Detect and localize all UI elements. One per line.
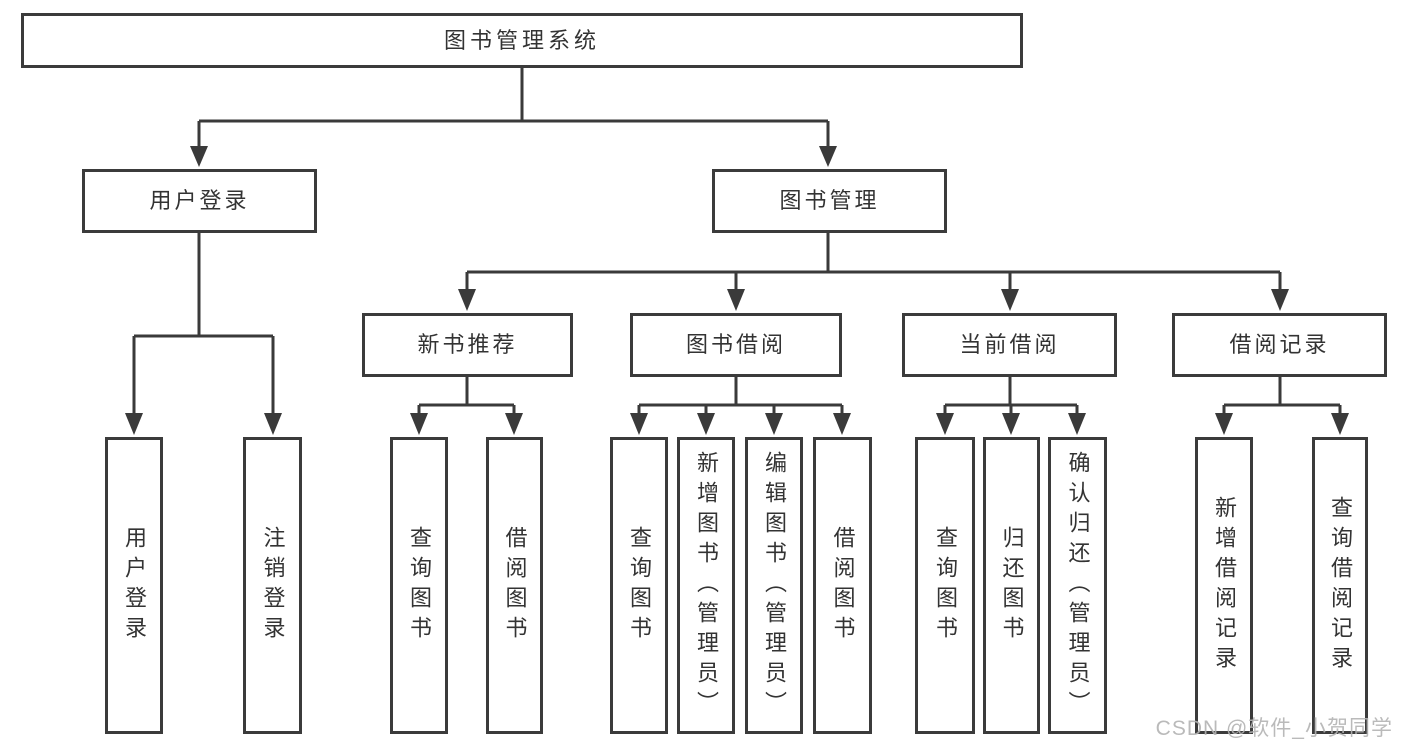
arrowhead-icon (1068, 413, 1086, 435)
arrowhead-icon (697, 413, 715, 435)
arrowhead-icon (727, 289, 745, 311)
node-label: 当前借阅 (959, 332, 1060, 357)
leaf-query-books-recommend: 查询图书 (390, 437, 448, 734)
node-user-login: 用户登录 (82, 169, 317, 233)
node-label: 归还图书 (999, 525, 1025, 646)
node-new-book-recommend: 新书推荐 (362, 313, 573, 377)
leaf-add-books-admin: 新增图书（管理员） (677, 437, 735, 734)
node-library-management-system: 图书管理系统 (21, 13, 1023, 68)
node-label: 借阅图书 (830, 525, 856, 646)
node-label: 图书管理系统 (443, 27, 600, 53)
arrowhead-icon (1331, 413, 1349, 435)
arrowhead-icon (936, 413, 954, 435)
leaf-logout: 注销登录 (243, 437, 302, 734)
node-label: 查询图书 (933, 525, 958, 646)
leaf-query-borrow-record: 查询借阅记录 (1312, 437, 1368, 734)
arrowhead-icon (1002, 413, 1020, 435)
leaf-edit-books-admin: 编辑图书（管理员） (745, 437, 803, 734)
leaf-add-borrow-record: 新增借阅记录 (1195, 437, 1253, 734)
arrowhead-icon (765, 413, 783, 435)
node-label: 查询借阅记录 (1328, 495, 1353, 676)
node-label: 图书借阅 (685, 332, 786, 357)
arrowhead-icon (505, 413, 523, 435)
leaf-query-books-borrowing: 查询图书 (610, 437, 668, 734)
leaf-user-login: 用户登录 (105, 437, 163, 734)
arrowhead-icon (833, 413, 851, 435)
arrowhead-icon (264, 413, 282, 435)
node-label: 编辑图书（管理员） (762, 450, 787, 721)
arrowhead-icon (1271, 289, 1289, 311)
arrowhead-icon (458, 289, 476, 311)
node-book-management: 图书管理 (712, 169, 947, 233)
node-label: 注销登录 (260, 525, 286, 646)
arrowhead-icon (190, 146, 208, 167)
leaf-query-books-current: 查询图书 (915, 437, 975, 734)
arrowhead-icon (819, 146, 837, 167)
arrowhead-icon (630, 413, 648, 435)
arrowhead-icon (410, 413, 428, 435)
leaf-borrow-books-recommend: 借阅图书 (486, 437, 543, 734)
arrowhead-icon (125, 413, 143, 435)
node-label: 借阅图书 (502, 525, 528, 646)
arrowhead-icon (1215, 413, 1233, 435)
node-label: 新增借阅记录 (1212, 495, 1237, 676)
csdn-watermark: CSDN @软件_小贺同学 (1155, 717, 1393, 740)
leaf-borrow-books-borrowing: 借阅图书 (813, 437, 872, 734)
node-label: 查询图书 (627, 525, 652, 646)
node-book-borrowing: 图书借阅 (630, 313, 842, 377)
node-current-borrowing: 当前借阅 (902, 313, 1117, 377)
node-label: 确认归还（管理员） (1065, 450, 1091, 721)
leaf-return-books: 归还图书 (983, 437, 1040, 734)
node-label: 新书推荐 (417, 332, 518, 357)
node-label: 用户登录 (149, 188, 250, 213)
arrowhead-icon (1001, 289, 1019, 311)
node-label: 用户登录 (122, 525, 147, 646)
node-label: 查询图书 (407, 525, 432, 646)
node-label: 图书管理 (779, 188, 880, 213)
node-borrowing-records: 借阅记录 (1172, 313, 1387, 377)
leaf-confirm-return-admin: 确认归还（管理员） (1048, 437, 1107, 734)
node-label: 借阅记录 (1229, 332, 1330, 357)
node-label: 新增图书（管理员） (694, 450, 719, 721)
